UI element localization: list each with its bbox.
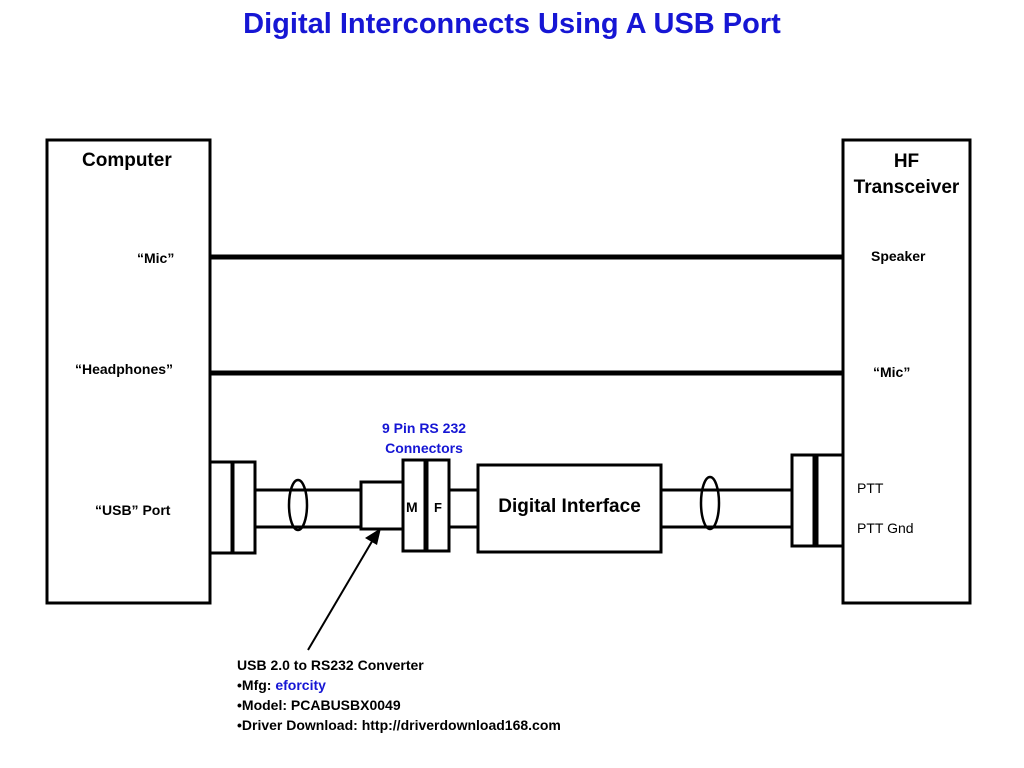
digital-interface-box (476, 463, 663, 554)
rs232-female-connector (425, 458, 451, 553)
transceiver-speaker-label: Speaker (871, 248, 926, 264)
transceiver-mic-label: “Mic” (873, 364, 911, 380)
transceiver-plug-inner (815, 453, 845, 548)
rs232-female-label: F (434, 500, 442, 515)
converter-model: •Model: PCABUSBX0049 (237, 697, 401, 713)
transceiver-title-line1: HF (893, 151, 920, 172)
rs232-connectors-heading: 9 Pin RS 232 Connectors (364, 418, 484, 458)
computer-headphones-label: “Headphones” (75, 361, 174, 377)
converter-arrowhead (365, 528, 381, 545)
transceiver-ptt-gnd-label: PTT Gnd (857, 520, 914, 536)
converter-heading: USB 2.0 to RS232 Converter (237, 657, 424, 673)
rs232-heading-line1: 9 Pin RS 232 (381, 420, 467, 436)
transceiver-plug-outer (790, 453, 816, 548)
digital-interface-label: Digital Interface (498, 496, 641, 517)
converter-arrow-shaft (307, 537, 375, 651)
usb-plug-outer (208, 460, 234, 555)
converter-mfg-value: eforcity (275, 677, 326, 693)
converter-mfg-row: •Mfg: eforcity (237, 675, 561, 695)
transceiver-ptt-label: PTT (857, 480, 884, 496)
rs232-heading-line2: Connectors (385, 440, 463, 456)
converter-mfg-label: •Mfg: (237, 677, 276, 693)
transceiver-title: HF Transceiver (843, 149, 970, 201)
transceiver-box (841, 138, 972, 605)
transceiver-title-line2: Transceiver (853, 177, 960, 198)
computer-box (45, 138, 212, 605)
rs232-male-label: M (406, 499, 418, 515)
converter-driver: •Driver Download: http://driverdownload1… (237, 717, 561, 733)
usb-plug-inner (231, 460, 257, 555)
computer-title: Computer (82, 150, 172, 171)
rs232-male-connector (401, 458, 427, 553)
converter-spec-note: USB 2.0 to RS232 Converter •Mfg: eforcit… (237, 655, 561, 735)
page-title: Digital Interconnects Using A USB Port (243, 8, 781, 40)
computer-usb-label: “USB” Port (95, 502, 171, 518)
usb-rs232-converter (359, 480, 405, 531)
computer-mic-label: “Mic” (137, 250, 175, 266)
radio-cable-ferrite (699, 475, 721, 531)
usb-cable-ferrite (287, 478, 309, 532)
